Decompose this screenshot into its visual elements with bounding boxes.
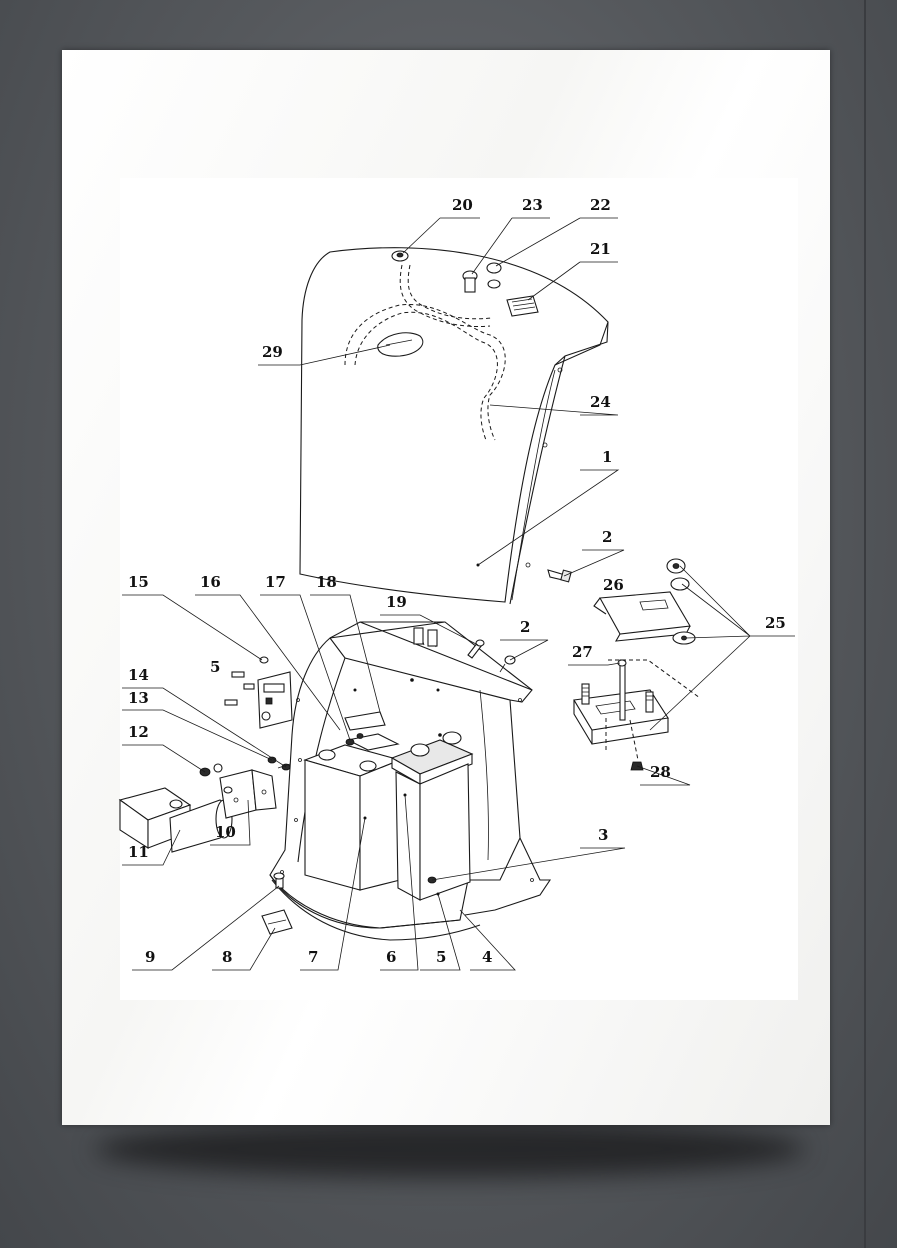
callout-24: 24 <box>590 393 611 411</box>
callout-9: 9 <box>145 948 155 966</box>
screw-9 <box>274 873 284 888</box>
callout-21: 21 <box>590 240 611 258</box>
callout-2-lower: 2 <box>520 618 530 636</box>
slide-block <box>574 660 700 750</box>
callout-8: 8 <box>222 948 232 966</box>
callout-26: 26 <box>603 576 624 594</box>
callout-20: 20 <box>452 196 473 214</box>
top-cover <box>300 248 608 604</box>
plate-8 <box>262 910 292 934</box>
callout-15: 15 <box>128 573 149 591</box>
callout-16: 16 <box>200 573 221 591</box>
callout-29: 29 <box>262 343 283 361</box>
callout-25: 25 <box>765 614 786 632</box>
callout-23: 23 <box>522 196 543 214</box>
callout-12: 12 <box>128 723 149 741</box>
callout-18: 18 <box>316 573 337 591</box>
callout-3: 3 <box>598 826 608 844</box>
callout-4: 4 <box>482 948 492 966</box>
mount-bracket-10 <box>220 770 276 818</box>
callout-27: 27 <box>572 643 593 661</box>
battery-6 <box>392 732 472 900</box>
callout-22: 22 <box>590 196 611 214</box>
bolt-2-upper <box>548 570 571 582</box>
callout-14: 14 <box>128 666 149 684</box>
control-panel-5 <box>225 657 292 728</box>
callout-28: 28 <box>650 763 671 781</box>
callout-10: 10 <box>215 823 236 841</box>
callout-7: 7 <box>308 948 318 966</box>
callout-5-panel: 5 <box>210 658 220 676</box>
callout-2-upper: 2 <box>602 528 612 546</box>
callout-19: 19 <box>386 593 407 611</box>
callout-11: 11 <box>128 843 149 861</box>
callout-5-battery: 5 <box>436 948 446 966</box>
battery-7 <box>305 745 400 890</box>
callout-6: 6 <box>386 948 396 966</box>
callout-17: 17 <box>265 573 286 591</box>
callout-1: 1 <box>602 448 612 466</box>
callout-13: 13 <box>128 689 149 707</box>
